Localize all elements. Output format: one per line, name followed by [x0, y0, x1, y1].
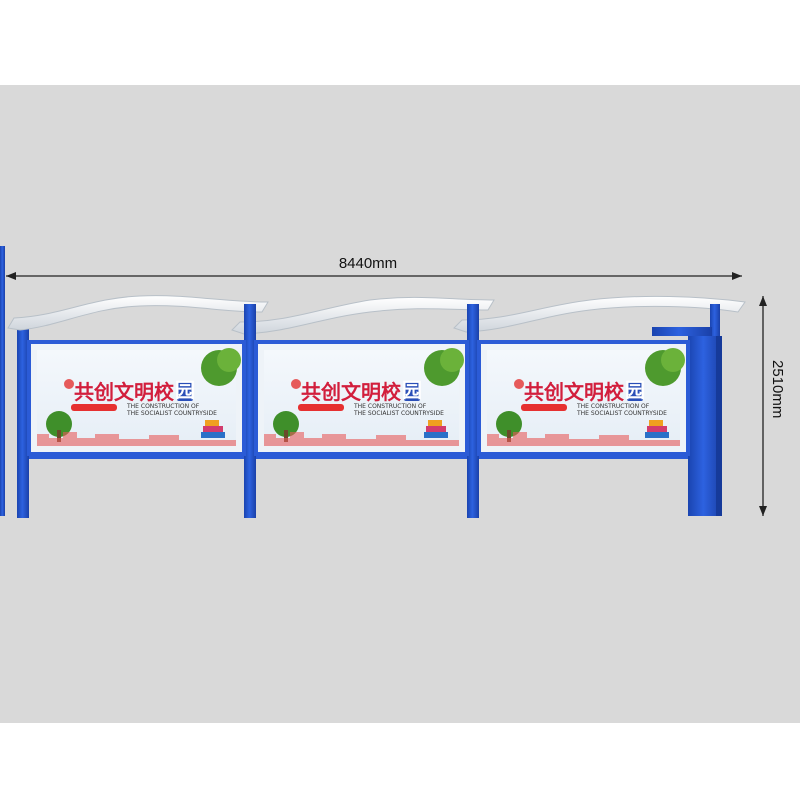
right-housing: [652, 327, 722, 516]
height-dimension: 2510mm: [759, 296, 786, 516]
panel-title-badge: 园: [402, 378, 422, 402]
panel-title: 共创文明校: [524, 380, 625, 404]
post-3: [467, 304, 479, 518]
display-panels: 共创文明校 园 THE CONSTRUCTION OF THE SOCIALIS…: [27, 340, 690, 456]
panel-subtitle-en-1: THE CONSTRUCTION OF: [576, 403, 650, 410]
left-post: [17, 328, 29, 518]
bottom-rail-2: [256, 454, 467, 459]
panel-subtitle-en-2: THE SOCIALIST COUNTRYSIDE: [576, 410, 667, 417]
display-panel: 共创文明校 园 THE CONSTRUCTION OF THE SOCIALIS…: [27, 340, 246, 456]
panel-title-badge: 园: [175, 378, 195, 402]
display-panel: 共创文明校 园 THE CONSTRUCTION OF THE SOCIALIS…: [477, 340, 690, 456]
height-label: 2510mm: [769, 360, 786, 418]
roof-canopies: [7, 295, 746, 335]
roof-1: [7, 295, 269, 331]
edge-post: [0, 246, 5, 516]
display-panel: 共创文明校 园 THE CONSTRUCTION OF THE SOCIALIS…: [254, 340, 469, 456]
panel-title: 共创文明校: [301, 380, 402, 404]
bottom-rail-3: [479, 454, 688, 459]
panel-subtitle-en-1: THE CONSTRUCTION OF: [126, 403, 200, 410]
panel-title: 共创文明校: [74, 380, 175, 404]
roof-3: [453, 295, 746, 333]
post-2: [244, 304, 256, 518]
width-dimension: 8440mm: [6, 255, 742, 280]
panel-subtitle-en-2: THE SOCIALIST COUNTRYSIDE: [126, 410, 217, 417]
panel-title-badge: 园: [625, 378, 645, 402]
panel-subtitle-en-2: THE SOCIALIST COUNTRYSIDE: [353, 410, 444, 417]
width-label: 8440mm: [339, 255, 397, 272]
panel-subtitle-en-1: THE CONSTRUCTION OF: [353, 403, 427, 410]
post-4-top: [710, 304, 720, 344]
roof-2: [231, 296, 495, 335]
bottom-rail-1: [29, 454, 244, 459]
